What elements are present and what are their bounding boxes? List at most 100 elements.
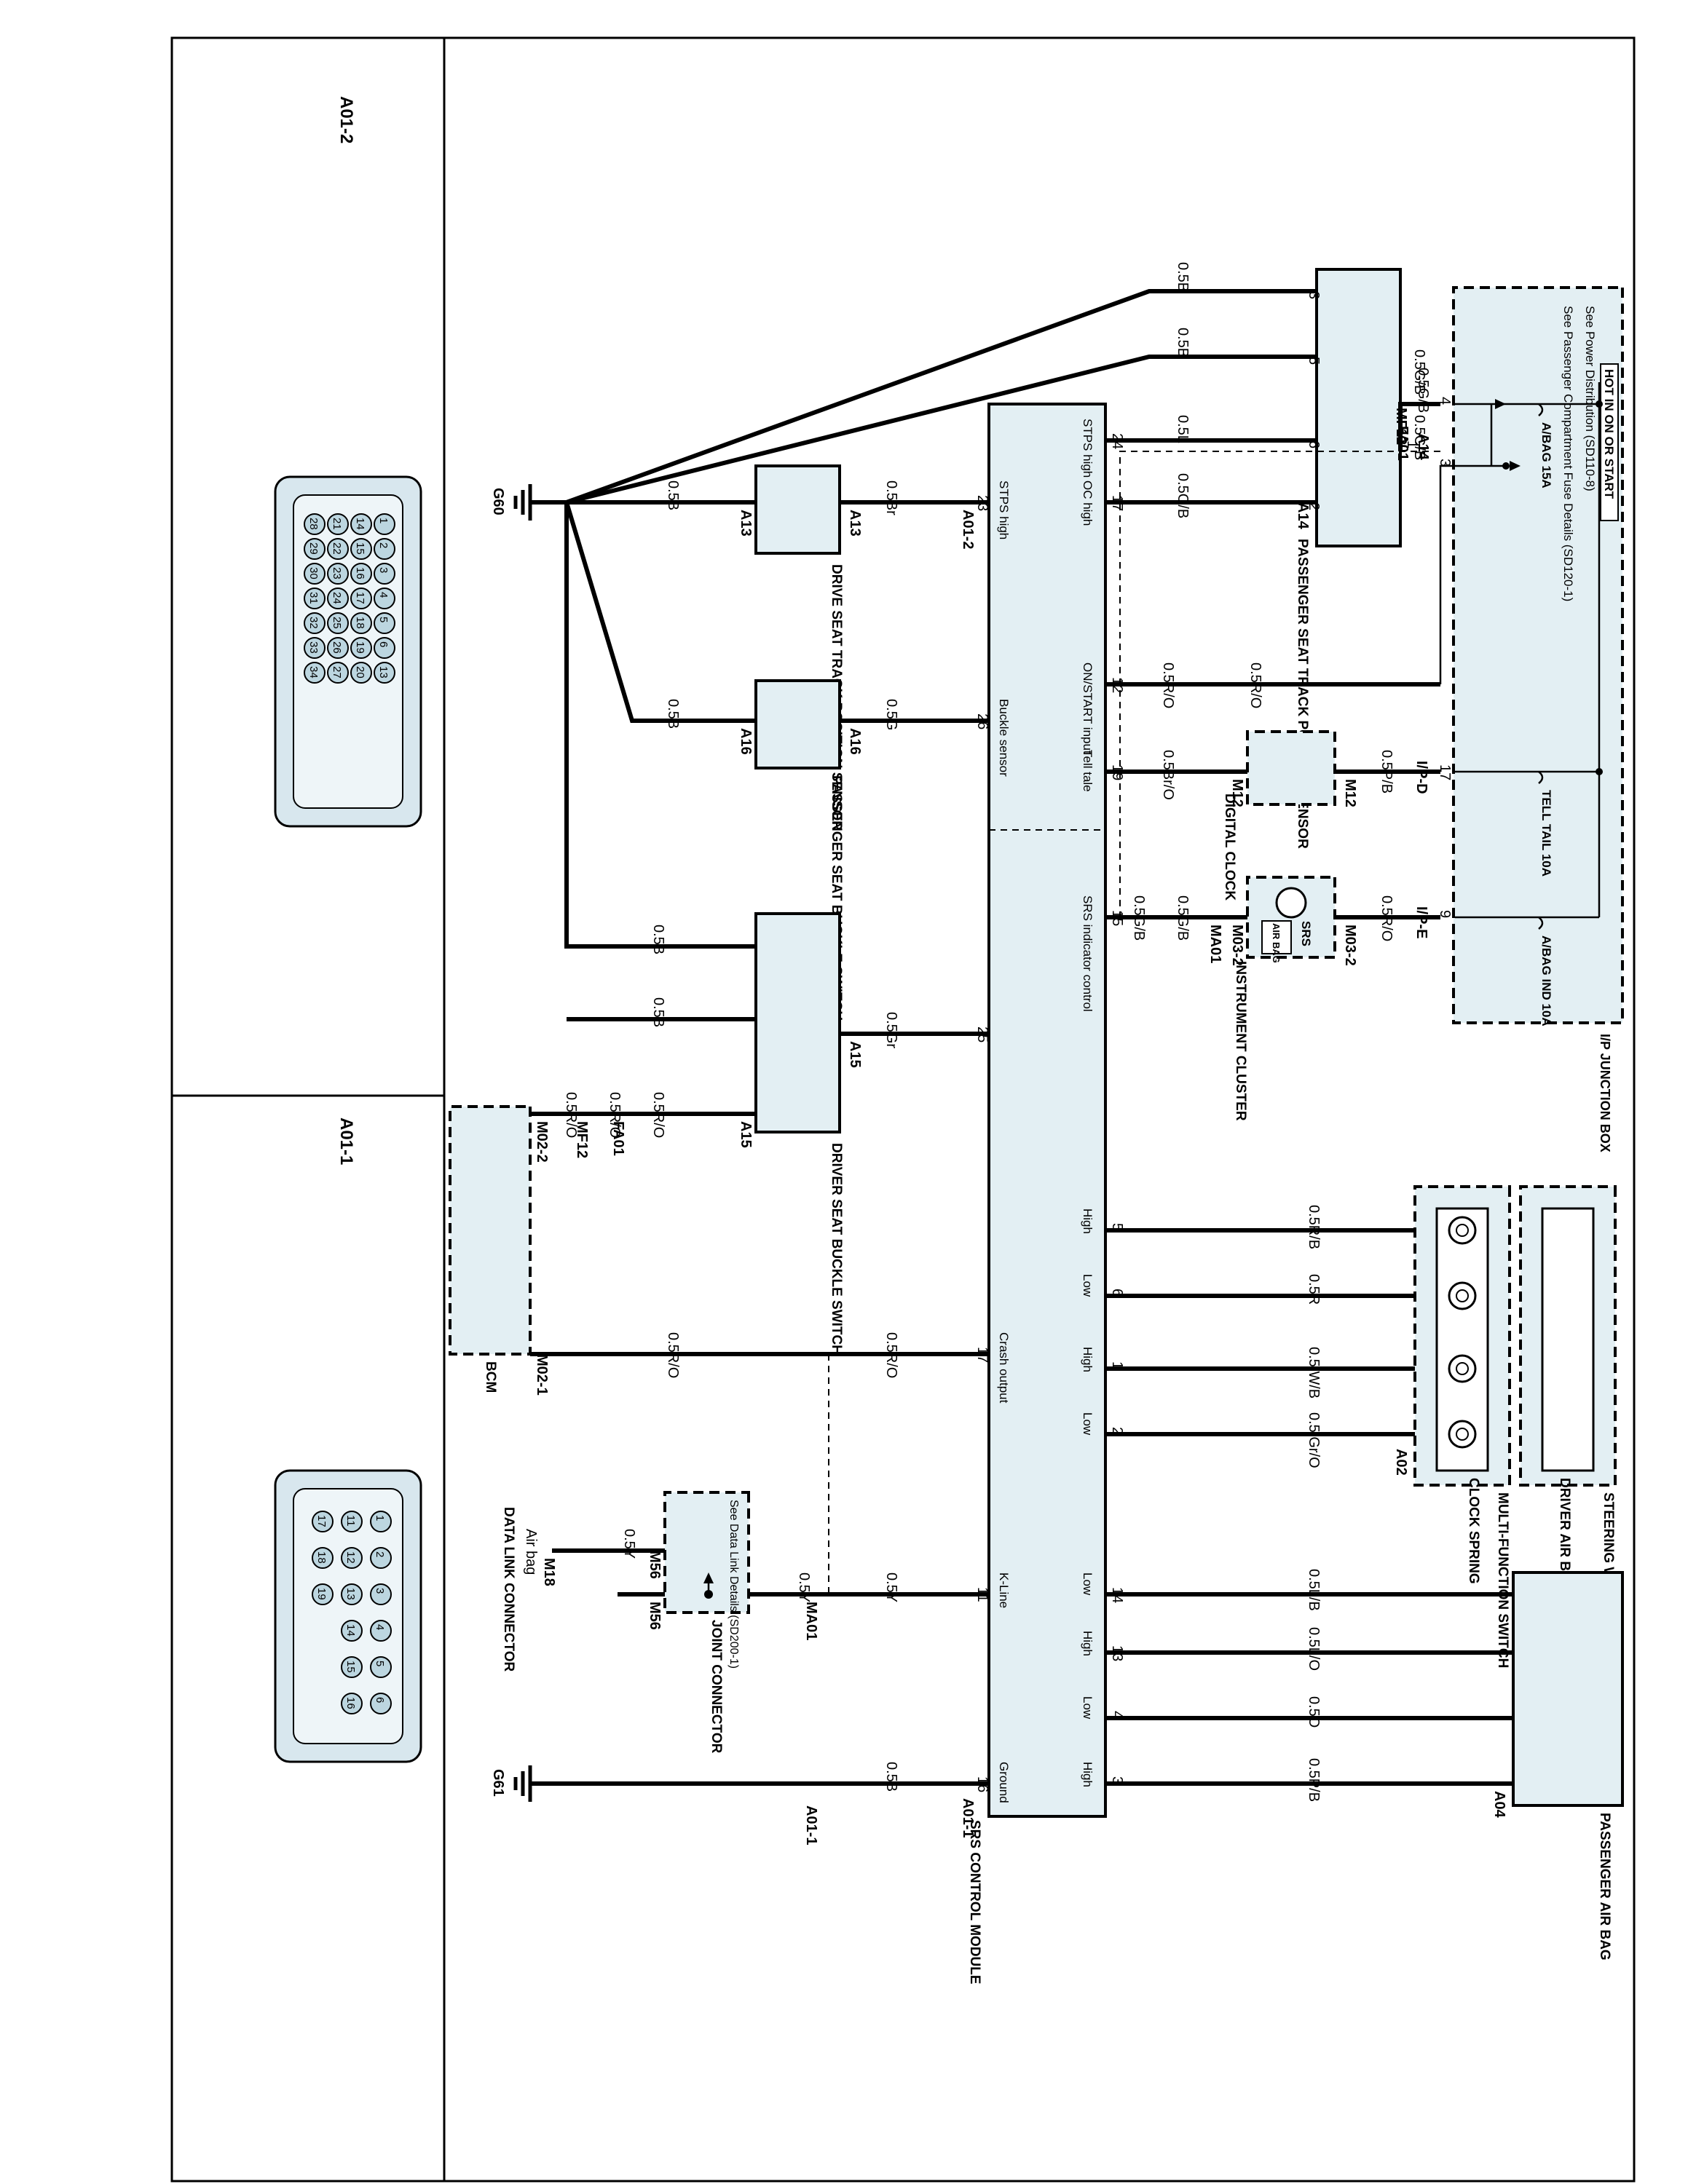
ma01-conn-b: MA01 bbox=[803, 1602, 819, 1640]
ma01-conn-top: MA01 bbox=[1207, 925, 1223, 963]
a01-1-pin-label-2: 2 bbox=[374, 1551, 386, 1557]
wire-0-5rb: 0.5R/B bbox=[1306, 1205, 1322, 1249]
a14-conn-bottom: A14 bbox=[1295, 502, 1311, 530]
panel-label-a01-2: A01-2 bbox=[336, 96, 356, 143]
wire-0-5gb-3: 0.5G/B bbox=[1411, 415, 1427, 460]
ip-pin-9: 9 bbox=[1437, 910, 1453, 918]
digital-clock-label: DIGITAL CLOCK bbox=[1222, 794, 1237, 901]
a01-2-pin-28 bbox=[304, 513, 326, 535]
mf12-conn: MF12 bbox=[1393, 408, 1409, 445]
a01-1-pin-12 bbox=[341, 1547, 363, 1569]
fuse-abag-ind-10a: A/BAG IND 10A bbox=[1539, 935, 1553, 1026]
a01-2-pin-20 bbox=[350, 662, 372, 684]
a14-pin-2: 2 bbox=[1306, 502, 1322, 510]
wire-0-5y-b: 0.5Y bbox=[796, 1572, 812, 1602]
wire-0-5ro-h: 0.5R/O bbox=[665, 1332, 681, 1378]
a04-conn: A04 bbox=[1491, 1791, 1507, 1819]
module-pin-label-10: High bbox=[1081, 1347, 1095, 1372]
a13-conn-bottom: A13 bbox=[738, 510, 754, 537]
see-fuse-note: See Passenger Compartment Fuse Details (… bbox=[1561, 306, 1575, 601]
wire-0-5ro-a: 0.5R/O bbox=[1247, 662, 1263, 708]
a01-2-pin-label-24: 24 bbox=[331, 592, 343, 604]
a01-2-pin-label-28: 28 bbox=[307, 518, 320, 530]
a01-1-pin-label-4: 4 bbox=[374, 1624, 386, 1630]
a01-2-pin-label-16: 16 bbox=[354, 567, 366, 579]
a01-2-pin-32 bbox=[304, 612, 326, 634]
driver-airbag bbox=[1541, 1207, 1595, 1472]
module-pin-label-16: Low bbox=[1081, 1696, 1095, 1720]
a01-2-pin-25 bbox=[327, 612, 349, 634]
module-pin-label-8: High bbox=[1081, 1208, 1095, 1234]
wire-0-5ro-f: 0.5R/O bbox=[563, 1092, 579, 1138]
module-pin-label-15: High bbox=[1081, 1631, 1095, 1656]
drive-seat-track-sensor bbox=[754, 464, 841, 555]
a01-1-pin-18 bbox=[312, 1547, 334, 1569]
ip-junction-box bbox=[1452, 286, 1624, 1024]
srs-lamp-icon bbox=[1275, 887, 1307, 919]
ip-pin-4: 4 bbox=[1437, 397, 1453, 405]
wire-0-5y-a: 0.5Y bbox=[883, 1572, 899, 1602]
a01-2-pin-label-33: 33 bbox=[307, 641, 320, 654]
a01-2-pin-label-1: 1 bbox=[377, 518, 390, 523]
g60-label: G60 bbox=[490, 488, 506, 515]
srs-control-module bbox=[987, 403, 1107, 1818]
ip-pin-17: 17 bbox=[1437, 764, 1453, 780]
module-pin-label-17: High bbox=[1081, 1762, 1095, 1787]
a01-2-pin-1 bbox=[374, 513, 395, 535]
g61-label: G61 bbox=[490, 1769, 506, 1797]
fuse-tell-tail-10a: TELL TAIL 10A bbox=[1539, 790, 1553, 877]
module-pin-label-3: ON/START input bbox=[1081, 662, 1095, 754]
a02-conn: A02 bbox=[1393, 1449, 1409, 1476]
clock-spring-coil-icon-4 bbox=[1448, 1420, 1477, 1449]
ip-pin-3: 3 bbox=[1437, 459, 1453, 467]
a01-1-pin-3 bbox=[370, 1583, 392, 1605]
m03-2-conn-bottom: M03-2 bbox=[1229, 925, 1245, 966]
wire-0-5b-b: 0.5B bbox=[1175, 328, 1191, 357]
ip-box-label: I/P JUNCTION BOX bbox=[1598, 1034, 1612, 1152]
wire-0-5ro-g: 0.5R/O bbox=[883, 1332, 899, 1378]
a01-2-pin-label-6: 6 bbox=[377, 641, 390, 647]
clock-spring bbox=[1435, 1207, 1489, 1472]
a01-2-pin-29 bbox=[304, 538, 326, 560]
a01-1-pin-19 bbox=[312, 1583, 334, 1605]
ip-d-connector: I/P-D bbox=[1413, 761, 1429, 794]
a01-2-pin-34 bbox=[304, 662, 326, 684]
wire-0-5gb-1: 0.5G/B bbox=[1411, 349, 1427, 395]
see-data-link-note: See Data Link Details (SD200-1) bbox=[727, 1500, 740, 1669]
panel-label-a01-1: A01-1 bbox=[336, 1117, 356, 1165]
connector-view-a01-2: 1234561314151617181920212223242526272829… bbox=[274, 475, 422, 828]
a01-2-pin-label-19: 19 bbox=[354, 641, 366, 654]
srs-lamp-label: SRS bbox=[1299, 921, 1313, 946]
fa01-conn: FA01 bbox=[1395, 426, 1411, 461]
wire-0-5pb: 0.5P/B bbox=[1379, 750, 1395, 794]
a01-2-pin-17 bbox=[350, 587, 372, 609]
wire-0-5gb-d: 0.5G/B bbox=[1131, 895, 1147, 941]
a01-2-conn-top: A01-2 bbox=[960, 510, 976, 549]
wire-0-5o: 0.5O bbox=[1306, 1696, 1322, 1728]
a01-2-pin-label-14: 14 bbox=[354, 518, 366, 530]
m56-conn-b: M56 bbox=[647, 1551, 663, 1579]
passenger-seat-track-sensor bbox=[1315, 268, 1402, 547]
module-pin-label-9: Low bbox=[1081, 1274, 1095, 1297]
a01-2-pin-label-15: 15 bbox=[354, 542, 366, 555]
a01-2-pin-6 bbox=[374, 637, 395, 659]
a01-2-pin-3 bbox=[374, 563, 395, 585]
wire-0-5br: 0.5Br bbox=[883, 480, 899, 515]
a01-1-pin-label-17: 17 bbox=[315, 1515, 328, 1527]
driver-buckle-label: DRIVER SEAT BUCKLE SWITCH bbox=[829, 1143, 844, 1355]
a01-2-pin-label-2: 2 bbox=[377, 542, 390, 548]
passenger-buckle-switch bbox=[754, 679, 841, 769]
a14-pin-1: 1 bbox=[1404, 440, 1420, 448]
wire-0-5b-a: 0.5B bbox=[1175, 262, 1191, 292]
a01-1-pin-5 bbox=[370, 1656, 392, 1678]
m03-2-conn-top: M03-2 bbox=[1342, 925, 1358, 966]
a01-1-pin-label-16: 16 bbox=[344, 1697, 357, 1709]
hot-label: HOT IN ON OR START bbox=[1602, 369, 1616, 499]
a01-2-pin-label-5: 5 bbox=[377, 617, 390, 622]
a01-2-pin-label-3: 3 bbox=[377, 567, 390, 573]
a01-2-pin-label-30: 30 bbox=[307, 567, 320, 579]
wire-0-5ro-b: 0.5R/O bbox=[1160, 662, 1176, 708]
a01-2-pin-label-23: 23 bbox=[331, 567, 343, 579]
ip-e-connector: I/P-E bbox=[1413, 906, 1429, 938]
